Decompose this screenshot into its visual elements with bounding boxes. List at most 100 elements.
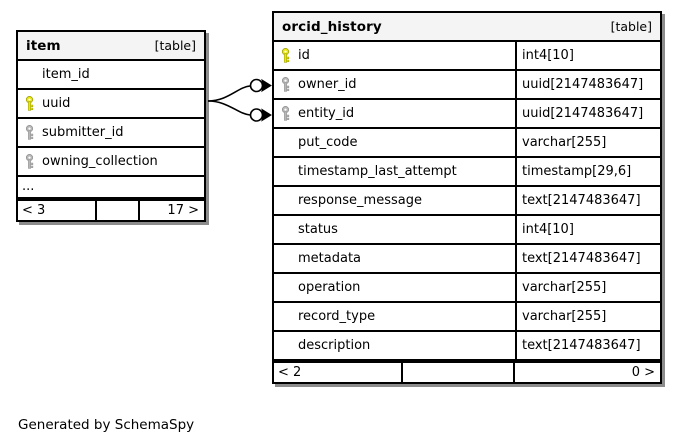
- footer-middle: [401, 363, 515, 382]
- table-row[interactable]: status int4[10]: [274, 216, 660, 245]
- primary-key-icon: [281, 47, 290, 63]
- optional-cardinality-marker: [249, 108, 264, 122]
- column-type-label: uuid[2147483647]: [522, 106, 644, 121]
- foreign-key-icon: [25, 153, 34, 169]
- column-name-label: operation: [298, 280, 361, 295]
- relationship-item-uuid-to-orcid_history-owner_id: [207, 78, 272, 102]
- column-type-cell: uuid[2147483647]: [515, 71, 660, 98]
- table-row[interactable]: description text[2147483647]: [274, 332, 660, 361]
- column-type-label: text[2147483647]: [522, 338, 641, 353]
- column-name-label: uuid: [42, 96, 71, 111]
- column-name-label: id: [298, 48, 310, 63]
- column-name-label: metadata: [298, 251, 362, 266]
- table-row[interactable]: metadata text[2147483647]: [274, 245, 660, 274]
- column-name-label: description: [298, 338, 371, 353]
- foreign-key-icon: [281, 76, 290, 92]
- column-type-label: uuid[2147483647]: [522, 77, 644, 92]
- table-item-title: item: [26, 37, 61, 54]
- relationship-line: [207, 85, 251, 102]
- column-type-cell: varchar[255]: [515, 303, 660, 330]
- column-status: status: [274, 216, 515, 243]
- column-name-label: timestamp_last_attempt: [298, 164, 457, 179]
- column-name-label: entity_id: [298, 106, 355, 121]
- table-row[interactable]: owning_collection: [18, 148, 204, 177]
- column-type-cell: int4[10]: [515, 42, 660, 69]
- column-name-label: owning_collection: [42, 154, 158, 169]
- generated-by-credit: Generated by SchemaSpy: [18, 417, 195, 433]
- column-type-cell: varchar[255]: [515, 129, 660, 156]
- table-item-tag: [table]: [154, 38, 196, 53]
- column-type-label: text[2147483647]: [522, 193, 641, 208]
- column-type-label: varchar[255]: [522, 309, 607, 324]
- table-item-more-columns-indicator: ...: [18, 177, 204, 199]
- column-name-label: submitter_id: [42, 125, 124, 140]
- column-submitter_id: submitter_id: [18, 119, 204, 146]
- table-row[interactable]: record_type varchar[255]: [274, 303, 660, 332]
- table-row[interactable]: id int4[10]: [274, 42, 660, 71]
- column-type-cell: text[2147483647]: [515, 245, 660, 272]
- column-operation: operation: [274, 274, 515, 301]
- table-orcid_history-tag: [table]: [610, 19, 652, 34]
- table-row[interactable]: timestamp_last_attempt timestamp[29,6]: [274, 158, 660, 187]
- table-row[interactable]: item_id: [18, 61, 204, 90]
- table-orcid_history-title: orcid_history: [282, 18, 382, 35]
- column-name-label: response_message: [298, 193, 422, 208]
- column-type-cell: varchar[255]: [515, 274, 660, 301]
- table-row[interactable]: submitter_id: [18, 119, 204, 148]
- column-type-label: varchar[255]: [522, 280, 607, 295]
- table-row[interactable]: response_message text[2147483647]: [274, 187, 660, 216]
- column-name-label: owner_id: [298, 77, 357, 92]
- column-type-label: timestamp[29,6]: [522, 164, 632, 179]
- column-type-cell: text[2147483647]: [515, 332, 660, 359]
- table-row[interactable]: uuid: [18, 90, 204, 119]
- column-record_type: record_type: [274, 303, 515, 330]
- column-id: id: [274, 42, 515, 69]
- table-orcid_history[interactable]: orcid_history [table] id int4[10]: [272, 11, 662, 384]
- column-type-label: varchar[255]: [522, 135, 607, 150]
- column-type-label: int4[10]: [522, 48, 574, 63]
- footer-parent-count[interactable]: < 3: [22, 203, 46, 218]
- table-row[interactable]: operation varchar[255]: [274, 274, 660, 303]
- footer-child-count[interactable]: 0 >: [631, 365, 655, 380]
- column-uuid: uuid: [18, 90, 204, 117]
- primary-key-icon: [25, 95, 34, 111]
- column-response_message: response_message: [274, 187, 515, 214]
- foreign-key-icon: [281, 105, 290, 121]
- column-type-cell: uuid[2147483647]: [515, 100, 660, 127]
- table-item-header[interactable]: item [table]: [18, 32, 204, 61]
- column-description: description: [274, 332, 515, 359]
- table-row[interactable]: owner_id uuid[2147483647]: [274, 71, 660, 100]
- crowsfoot-many-marker: [261, 78, 272, 93]
- table-item[interactable]: item [table] item_id uuid: [16, 30, 206, 222]
- column-type-label: text[2147483647]: [522, 251, 641, 266]
- footer-parent-count[interactable]: < 2: [278, 365, 302, 380]
- column-entity_id: entity_id: [274, 100, 515, 127]
- column-metadata: metadata: [274, 245, 515, 272]
- column-name-label: item_id: [42, 67, 90, 82]
- column-type-cell: timestamp[29,6]: [515, 158, 660, 185]
- footer-child-count[interactable]: 17 >: [167, 203, 199, 218]
- column-name-label: put_code: [298, 135, 358, 150]
- table-item-footer: < 3 17 >: [18, 199, 204, 220]
- column-owning_collection: owning_collection: [18, 148, 204, 175]
- table-orcid_history-footer: < 2 0 >: [274, 361, 660, 382]
- footer-middle: [95, 201, 140, 220]
- column-item_id: item_id: [18, 61, 204, 88]
- table-orcid_history-header[interactable]: orcid_history [table]: [274, 13, 660, 42]
- column-put_code: put_code: [274, 129, 515, 156]
- column-name-label: record_type: [298, 309, 376, 324]
- column-type-cell: int4[10]: [515, 216, 660, 243]
- relationship-item-uuid-to-orcid_history-entity_id: [207, 100, 272, 122]
- column-name-label: status: [298, 222, 338, 237]
- crowsfoot-many-marker: [261, 108, 272, 122]
- optional-cardinality-marker: [249, 78, 264, 93]
- column-type-label: int4[10]: [522, 222, 574, 237]
- ellipsis-label: ...: [22, 179, 35, 194]
- column-owner_id: owner_id: [274, 71, 515, 98]
- table-row[interactable]: entity_id uuid[2147483647]: [274, 100, 660, 129]
- relationship-line: [207, 100, 251, 116]
- table-row[interactable]: put_code varchar[255]: [274, 129, 660, 158]
- column-timestamp_last_attempt: timestamp_last_attempt: [274, 158, 515, 185]
- column-type-cell: text[2147483647]: [515, 187, 660, 214]
